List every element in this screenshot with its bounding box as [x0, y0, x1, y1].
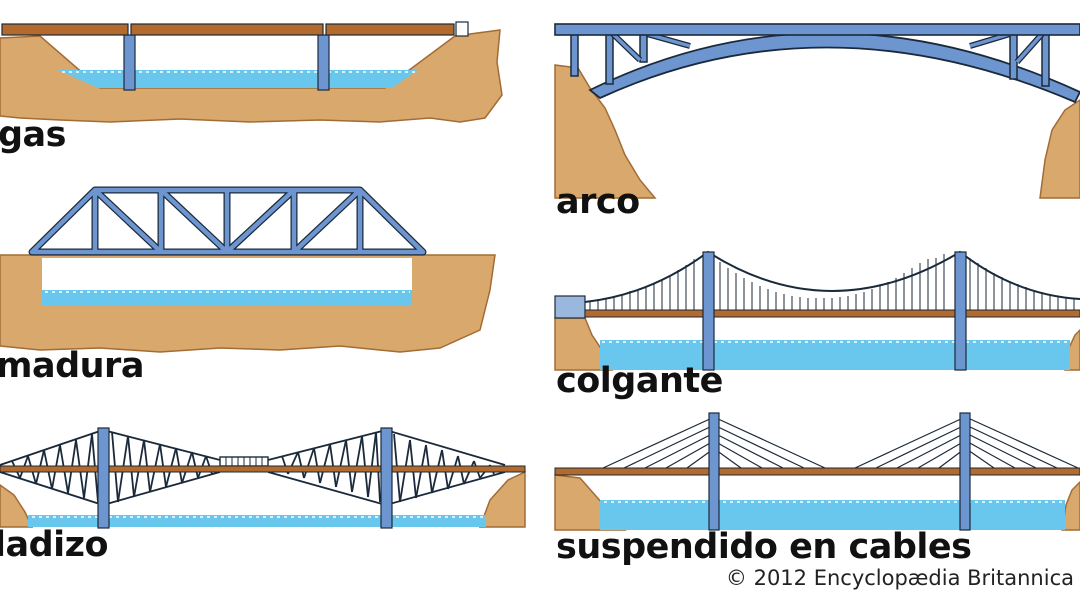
beam-deck-1: [1, 23, 129, 36]
cantilever-bridge-label: ladizo: [0, 525, 109, 565]
beam-deck-3: [325, 23, 455, 36]
suspension-tower-right: [954, 251, 967, 371]
cable-stayed-bridge-label: suspendido en cables: [556, 527, 972, 567]
beam-pier-right: [317, 34, 330, 91]
beam-deck-2: [130, 23, 324, 36]
beam-bridge-label: gas: [0, 115, 67, 155]
cantilever-deck: [0, 465, 526, 473]
cable-stayed-earth-right: [1061, 480, 1080, 531]
beam-bridge-panel: [0, 21, 503, 123]
cantilever-suspended-ticks: [225, 457, 263, 466]
cantilever-earth-right: [478, 470, 526, 528]
suspension-water: [600, 340, 1070, 370]
arch-earth-left: [554, 64, 657, 199]
truss-water: [42, 290, 412, 306]
cantilever-tower-left: [97, 427, 110, 529]
suspension-bridge-panel: [554, 250, 1080, 371]
cantilever-tower-right: [380, 427, 393, 529]
truss-bridge-label: madura: [0, 346, 144, 386]
cable-stayed-stays: [602, 417, 1079, 469]
beam-abutment-right: [455, 21, 469, 37]
truss-frame-fill: [29, 187, 426, 255]
arch-bridge-label: arco: [556, 182, 640, 222]
suspension-anchorage: [554, 295, 586, 319]
suspension-hangers: [589, 254, 1075, 310]
truss-bridge-panel: [0, 186, 496, 353]
cable-stayed-bridge-panel: [554, 412, 1080, 531]
suspension-deck: [584, 309, 1080, 318]
cable-stayed-tower-left: [708, 412, 720, 531]
cable-stayed-water: [600, 500, 1065, 530]
arch-earth-right: [1039, 99, 1080, 199]
suspension-bridge-label: colgante: [556, 361, 723, 401]
beam-pier-left: [123, 34, 136, 91]
cantilever-water: [28, 515, 486, 527]
cable-stayed-deck: [554, 467, 1080, 476]
arch-deck: [554, 23, 1080, 36]
arch-rib: [588, 32, 1080, 104]
cantilever-bridge-panel: [0, 427, 526, 529]
cantilever-earth-left: [0, 484, 34, 528]
cable-stayed-tower-right: [959, 412, 971, 531]
arch-spandrel-braces-fill: [611, 32, 1044, 64]
suspension-main-cable: [584, 250, 1080, 303]
arch-spandrel-columns: [570, 33, 1050, 87]
suspension-tower-left: [702, 251, 715, 371]
copyright-credit: © 2012 Encyclopædia Britannica: [725, 566, 1074, 590]
arch-bridge-panel: [554, 23, 1080, 199]
